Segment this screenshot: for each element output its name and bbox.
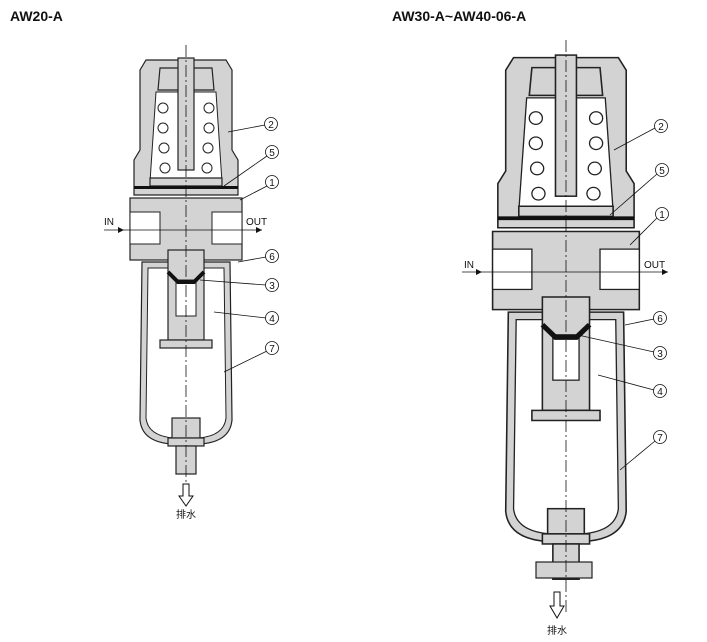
callout-3: 3 xyxy=(657,349,663,360)
callout-1: 1 xyxy=(659,210,665,221)
aw30-aw40-cross-section xyxy=(462,40,668,619)
callout-5: 5 xyxy=(659,166,665,177)
callouts-aw20 xyxy=(199,117,279,373)
callout-2: 2 xyxy=(658,122,664,133)
callout-5: 5 xyxy=(269,148,275,159)
callout-7: 7 xyxy=(657,433,663,444)
aw20-cross-section xyxy=(104,45,262,507)
out-label-aw30: OUT xyxy=(644,260,665,271)
drain-label-aw30: 排水 xyxy=(547,624,567,637)
callout-3: 3 xyxy=(269,281,275,292)
diagram-title-aw30-aw40: AW30-A~AW40-06-A xyxy=(392,8,527,24)
callout-6: 6 xyxy=(269,252,275,263)
in-label-aw20: IN xyxy=(104,217,114,228)
callout-4: 4 xyxy=(269,314,275,325)
drain-label-aw20: 排水 xyxy=(176,508,196,521)
callouts-aw30 xyxy=(577,119,669,471)
callout-4: 4 xyxy=(657,387,663,398)
out-label-aw20: OUT xyxy=(246,217,267,228)
callout-6: 6 xyxy=(657,314,663,325)
diagram-title-aw20: AW20-A xyxy=(10,8,63,24)
callout-7: 7 xyxy=(269,344,275,355)
in-label-aw30: IN xyxy=(464,260,474,271)
callout-2: 2 xyxy=(268,120,274,131)
callout-1: 1 xyxy=(269,178,275,189)
